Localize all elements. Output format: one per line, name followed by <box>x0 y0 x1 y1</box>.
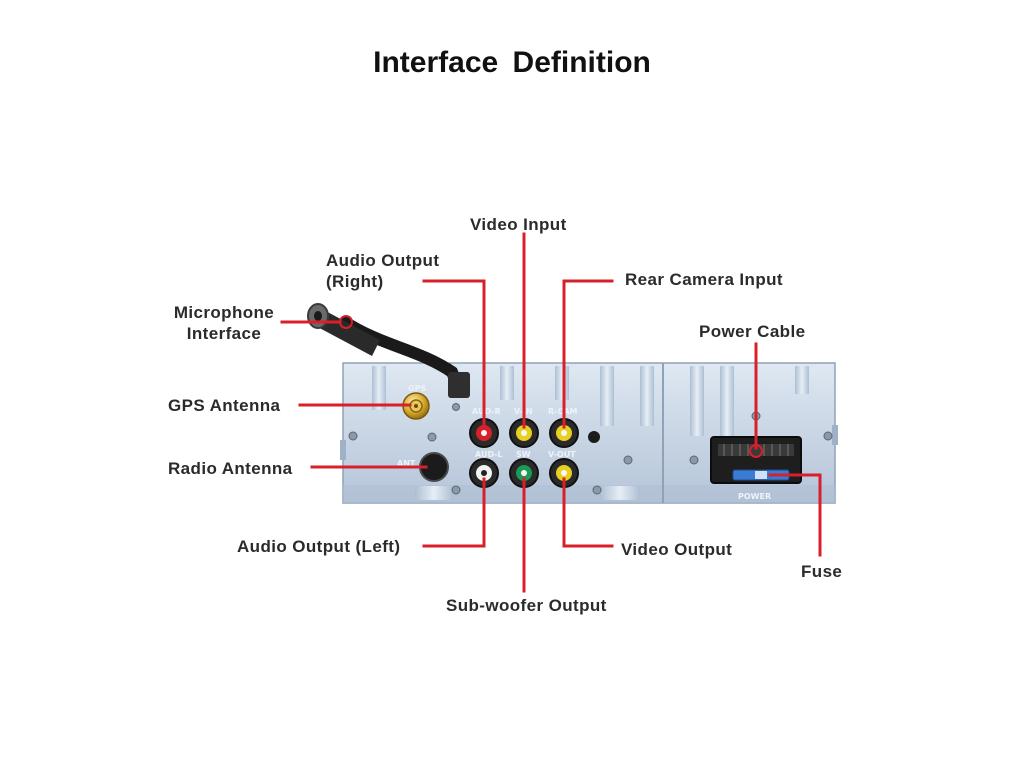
marking-audio-l: AUD-L <box>475 450 503 459</box>
label-audio-output-right-line1: Audio Output <box>326 251 440 270</box>
page-title: Interface Definition <box>373 46 651 79</box>
label-audio-output-right-line2: (Right) <box>326 272 384 291</box>
label-microphone-line2: Interface <box>186 324 262 343</box>
label-sub-woofer-output: Sub-woofer Output <box>446 596 607 615</box>
microphone-jack-icon <box>307 303 470 398</box>
label-rear-camera-input: Rear Camera Input <box>625 270 783 289</box>
label-radio-antenna: Radio Antenna <box>168 459 293 478</box>
marking-power: POWER <box>738 492 771 501</box>
label-gps-antenna: GPS Antenna <box>168 396 281 415</box>
leader-markers <box>339 315 763 458</box>
label-microphone-interface: Microphone Interface <box>166 302 282 344</box>
leader-audio-output-left <box>422 477 486 548</box>
rca-jack-audio-left <box>469 458 499 488</box>
marking-sub-woofer: SW <box>516 450 531 459</box>
label-fuse: Fuse <box>801 562 843 581</box>
label-audio-output-right: Audio Output (Right) <box>326 250 439 292</box>
label-power-cable: Power Cable <box>699 322 806 341</box>
leader-audio-output-right <box>422 279 486 429</box>
leader-video-output <box>562 477 614 548</box>
label-microphone-line1: Microphone <box>173 303 275 322</box>
marking-ant: ANT <box>397 459 416 468</box>
leader-rear-camera-input <box>562 279 614 429</box>
marking-video-out: V-OUT <box>548 450 576 459</box>
chassis-panel <box>340 362 838 504</box>
label-video-input: Video Input <box>470 215 567 234</box>
marking-gps: GPS <box>408 384 426 393</box>
rca-jack-rear-camera-input <box>549 418 579 448</box>
leader-fuse <box>768 473 822 557</box>
label-audio-output-left: Audio Output (Left) <box>237 537 401 556</box>
leader-lines <box>280 232 822 593</box>
label-video-output: Video Output <box>621 540 733 559</box>
rca-jack-audio-right <box>469 418 499 448</box>
marking-audio-r: AUD-R <box>472 407 501 416</box>
